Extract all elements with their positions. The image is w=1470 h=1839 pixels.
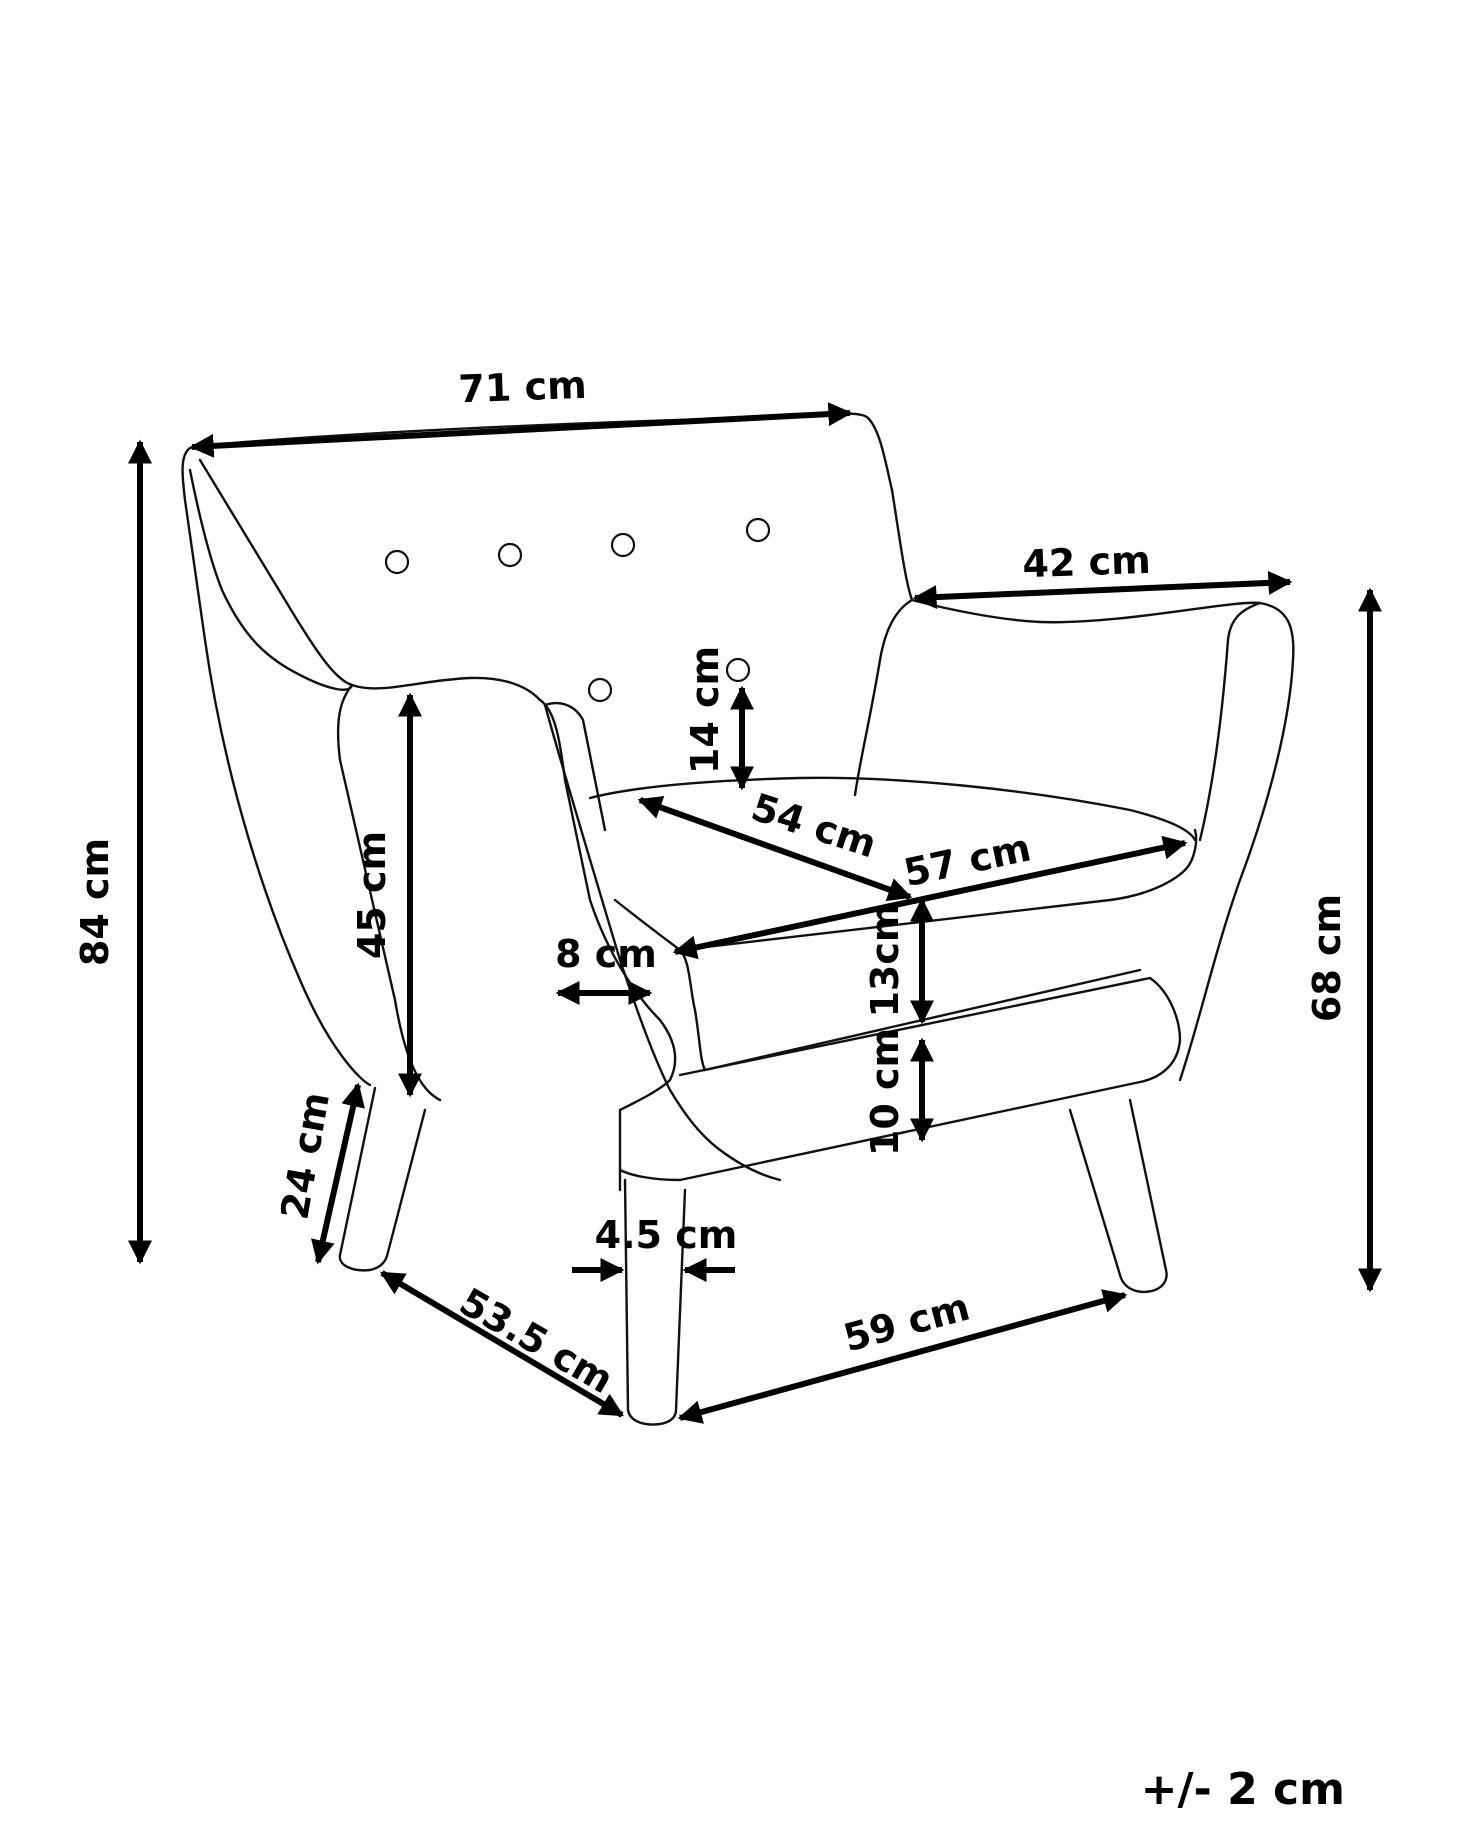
seat-cushion-top (588, 776, 1197, 842)
label-cushion-height: 13cm (863, 902, 907, 1017)
label-leg-height: 24 cm (272, 1089, 338, 1223)
tuft-button (745, 517, 771, 543)
right-leg (1068, 1098, 1168, 1294)
label-arm-width: 8 cm (555, 932, 657, 976)
dimension-labels: 71 cm 84 cm 42 cm 14 cm 54 cm 57 cm 45 c… (73, 363, 1349, 1402)
left-wing-inner (198, 458, 542, 702)
left-arm-outline (336, 683, 677, 1192)
front-left-leg (623, 1178, 687, 1426)
left-arm-inner (543, 701, 607, 832)
tolerance-note: +/- 2 cm (1141, 1764, 1345, 1815)
arrow-base-depth (379, 1270, 625, 1418)
arrow-base-width (677, 1289, 1128, 1424)
label-backrest-width: 71 cm (458, 363, 588, 411)
arrow-seat-width (672, 835, 1188, 960)
tuft-button (610, 532, 636, 558)
tuft-button (587, 677, 613, 703)
label-total-height: 84 cm (73, 838, 117, 966)
arrow-leg-height (311, 1082, 365, 1265)
label-leg-width: 4.5 cm (595, 1213, 738, 1257)
label-seat-depth: 54 cm (746, 785, 882, 866)
seat-frame (618, 976, 1182, 1182)
label-base-depth: 53.5 cm (452, 1279, 620, 1402)
left-wing-fold (188, 468, 354, 691)
label-back-to-seat: 14 cm (683, 646, 727, 774)
right-arm-outline (853, 598, 1295, 1082)
right-arm-inner (1198, 601, 1262, 842)
label-frame-height: 10 cm (863, 1028, 907, 1156)
dimension-arrows (128, 402, 1382, 1424)
label-arm-total-height: 68 cm (1305, 894, 1349, 1022)
left-arm-front (543, 703, 782, 1182)
arrow-arm-depth (912, 570, 1293, 610)
tuft-button (725, 657, 751, 683)
backrest-outline (181, 412, 914, 1087)
label-arm-height: 45 cm (350, 831, 394, 959)
tuft-button (497, 542, 523, 568)
backrest-buttons (384, 517, 771, 703)
label-seat-width: 57 cm (900, 825, 1035, 895)
tuft-button (384, 549, 410, 575)
label-arm-depth: 42 cm (1022, 538, 1152, 586)
arrow-backrest-width (189, 402, 853, 458)
label-base-width: 59 cm (839, 1285, 974, 1361)
